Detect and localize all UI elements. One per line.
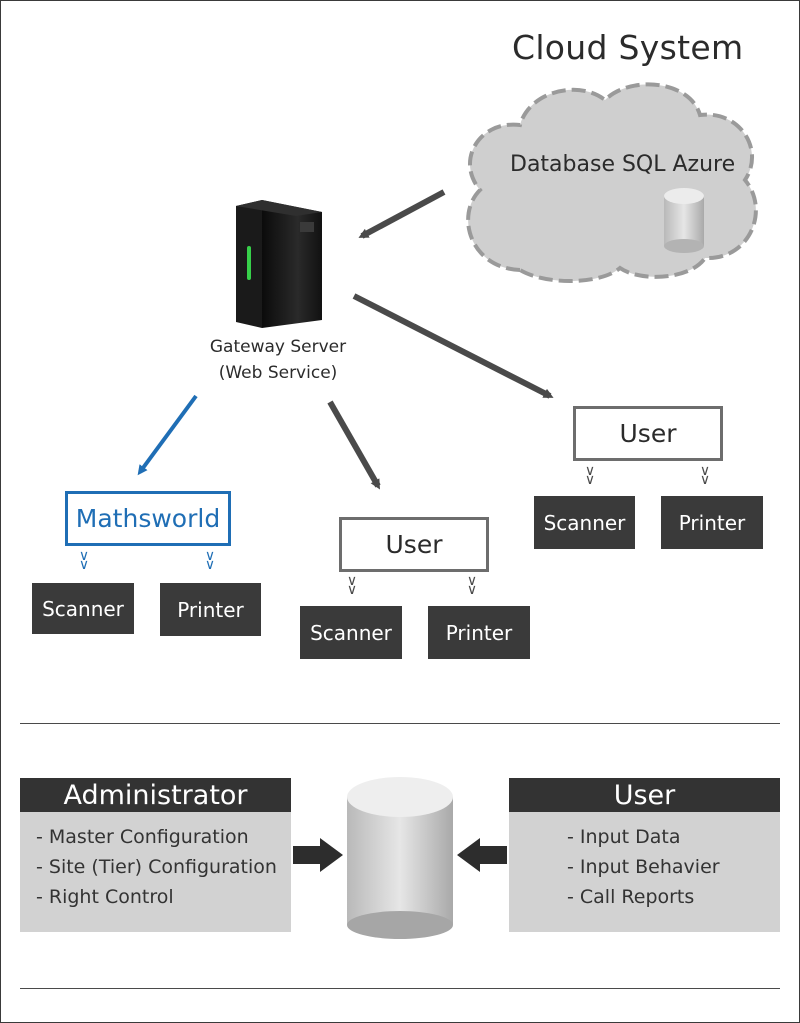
server-to-user-right-arrow	[352, 293, 554, 399]
user-right-box: User	[573, 406, 723, 461]
user-right-printer-box: Printer	[661, 496, 763, 549]
mathsworld-printer-box: Printer	[160, 583, 261, 636]
scanner-label: Scanner	[310, 620, 392, 645]
cloud-shape	[466, 82, 758, 283]
user-center-printer-box: Printer	[428, 606, 530, 659]
list-item: - Call Reports	[567, 886, 695, 908]
user-panel-body: - Input Data - Input Behavier - Call Rep…	[509, 812, 780, 932]
list-item: - Site (Tier) Configuration	[36, 856, 277, 878]
cloud-to-server-arrow	[358, 189, 446, 239]
user-to-db-arrow	[457, 838, 507, 872]
chevron-down-icon: ∨∨	[78, 548, 90, 573]
mathsworld-scanner-box: Scanner	[32, 583, 134, 634]
administrator-panel-body: - Master Configuration - Site (Tier) Con…	[20, 812, 291, 932]
gateway-server-label-line1: Gateway Server	[209, 337, 347, 357]
printer-label: Printer	[177, 597, 244, 622]
administrator-panel-header: Administrator	[20, 778, 291, 812]
user-right-label: User	[619, 419, 677, 448]
gateway-server-label: Gateway Server (Web Service)	[188, 334, 368, 386]
cloud-database-cylinder-icon	[664, 188, 704, 253]
list-item: - Input Data	[567, 826, 681, 848]
gateway-server-icon	[236, 200, 322, 328]
administrator-item-list: - Master Configuration - Site (Tier) Con…	[36, 822, 291, 912]
chevron-down-icon: ∨∨	[346, 573, 358, 598]
chevron-down-icon: ∨∨	[466, 573, 478, 598]
divider-bottom	[20, 988, 780, 989]
admin-to-db-arrow	[293, 838, 343, 872]
server-to-mathsworld-arrow	[137, 394, 198, 476]
chevron-down-icon: ∨∨	[204, 548, 216, 573]
user-item-list: - Input Data - Input Behavier - Call Rep…	[567, 822, 780, 912]
printer-label: Printer	[678, 510, 746, 535]
scanner-label: Scanner	[543, 510, 626, 535]
scanner-label: Scanner	[42, 596, 124, 621]
list-item: - Input Behavier	[567, 856, 720, 878]
printer-label: Printer	[445, 620, 513, 645]
user-center-box: User	[339, 517, 489, 572]
mathsworld-box: Mathsworld	[65, 491, 231, 546]
list-item: - Right Control	[36, 886, 174, 908]
gateway-server-label-line2: (Web Service)	[218, 363, 338, 383]
server-to-user-center-arrow	[327, 400, 381, 490]
user-right-scanner-box: Scanner	[534, 496, 635, 549]
database-sql-azure-label: Database SQL Azure	[510, 152, 736, 177]
user-panel-header: User	[509, 778, 780, 812]
central-database-cylinder-icon	[347, 777, 453, 939]
cloud-system-title: Cloud System	[512, 28, 744, 67]
chevron-down-icon: ∨∨	[699, 463, 711, 488]
user-panel-title: User	[613, 779, 676, 811]
list-item: - Master Configuration	[36, 826, 249, 848]
user-center-label: User	[385, 530, 443, 559]
user-center-scanner-box: Scanner	[300, 606, 402, 659]
chevron-down-icon: ∨∨	[584, 463, 596, 488]
mathsworld-label: Mathsworld	[75, 504, 221, 533]
administrator-panel-title: Administrator	[63, 779, 248, 811]
divider-top	[20, 723, 780, 724]
